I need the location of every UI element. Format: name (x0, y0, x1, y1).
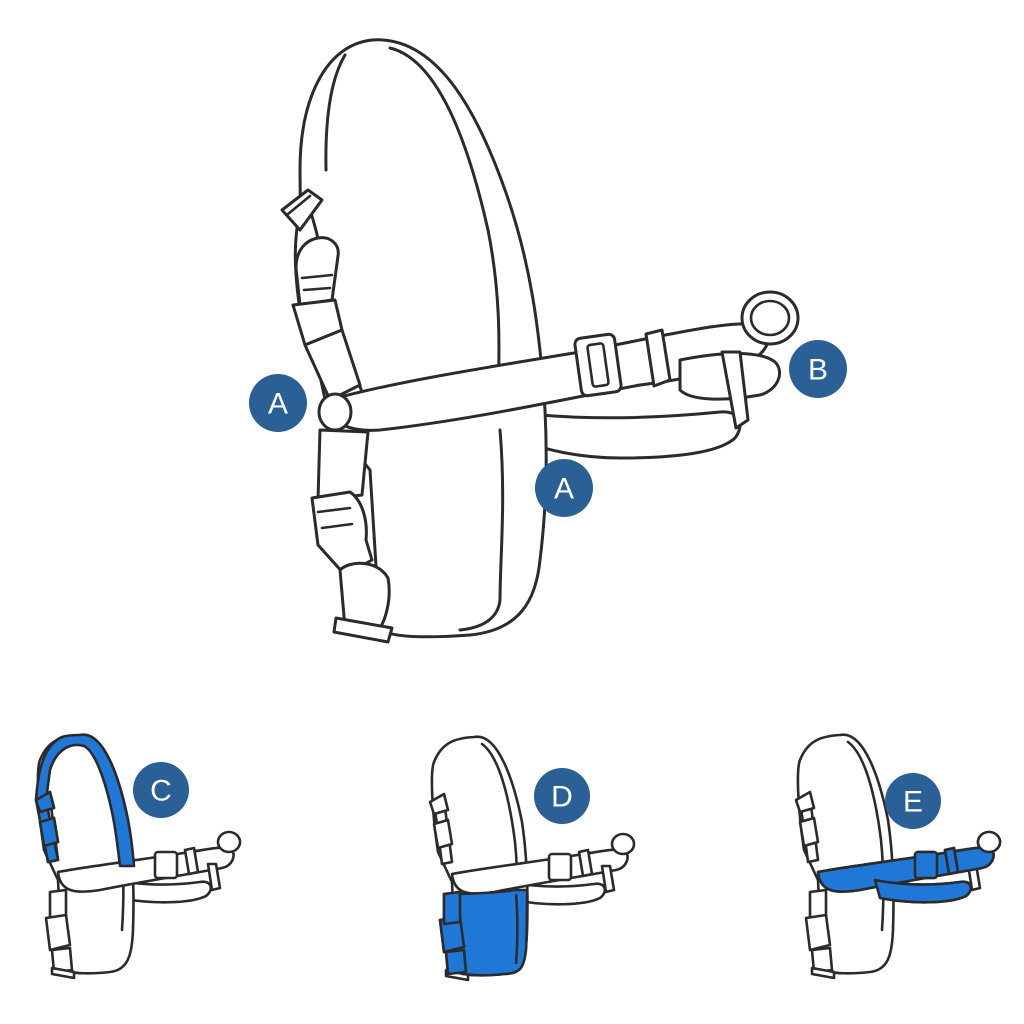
badge-a-right-label: A (554, 473, 574, 506)
badge-a-right: A (535, 459, 593, 517)
highlight-c-shoulder-strap (34, 733, 136, 868)
strap-keeper (644, 328, 672, 388)
harness-d (428, 735, 636, 982)
torso-belly-inner (458, 428, 505, 632)
badge-a-left-label: A (268, 388, 288, 421)
highlight-d-belly-strap (450, 888, 529, 977)
harness-e (794, 733, 1002, 980)
badge-c-circle (133, 762, 189, 818)
badge-a-left: A (249, 374, 307, 432)
badge-c: C (133, 762, 189, 818)
badge-d: D (534, 768, 590, 824)
badge-b-circle (789, 340, 847, 398)
ring-left (317, 392, 353, 432)
triangle-ring (720, 350, 750, 430)
badge-b: B (789, 340, 847, 398)
slide-adjuster-upper (280, 188, 324, 232)
torso-shoulder-inner (324, 53, 347, 172)
badge-a-right-circle (535, 459, 593, 517)
badge-d-circle (534, 768, 590, 824)
strap-mid-left (303, 328, 362, 402)
strap-lower-left (316, 428, 370, 502)
slide-adjuster-lower (332, 616, 394, 644)
chest-strap-back (518, 410, 742, 460)
badge-e: E (885, 773, 941, 829)
badge-d-label: D (551, 781, 573, 814)
torso-loop-inner (388, 46, 501, 402)
buckle-upper (294, 236, 340, 307)
harness-c (34, 733, 242, 980)
badge-e-label: E (903, 786, 923, 819)
badge-e-circle (885, 773, 941, 829)
badge-b-label: B (808, 354, 828, 387)
main-harness (280, 38, 800, 644)
badge-c-label: C (150, 775, 172, 808)
badge-a-left-circle (249, 374, 307, 432)
